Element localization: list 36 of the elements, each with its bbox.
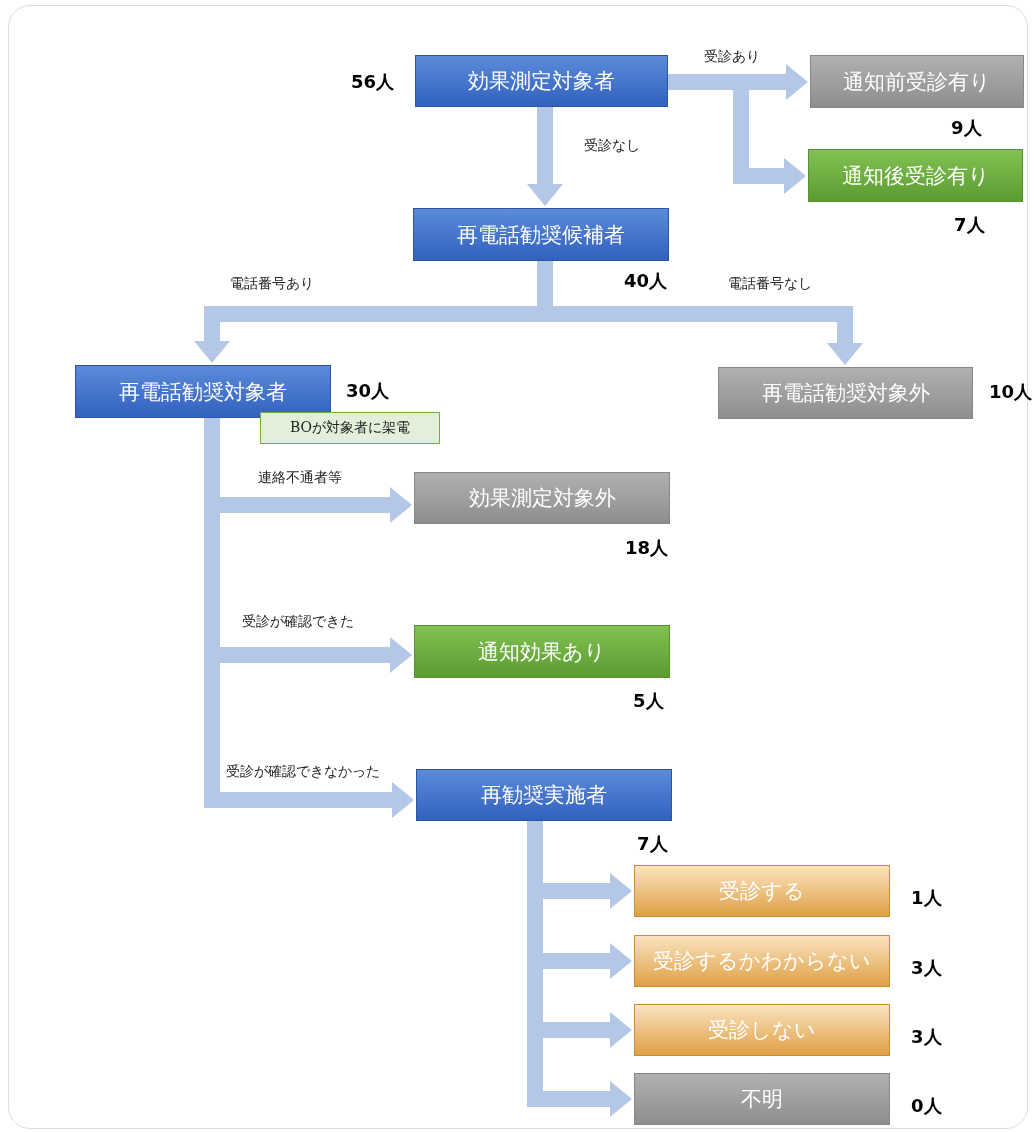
step-label: 再勧奨実施者 <box>481 782 607 809</box>
step-label: 通知後受診有り <box>841 162 990 190</box>
step-label: 効果測定対象外 <box>468 485 616 512</box>
step-label: 受診するかわからない <box>653 948 871 975</box>
note-box <box>260 412 440 444</box>
arrow <box>527 107 563 206</box>
step-label: 再電話勧奨対象者 <box>119 378 287 406</box>
count-label: 10人 <box>989 380 1033 404</box>
step-label: 通知前受診有り <box>843 68 991 96</box>
step-label: 効果測定対象者 <box>468 68 615 95</box>
count-label: 3人 <box>911 956 942 980</box>
step-label: 不明 <box>741 1086 783 1113</box>
count-label: 1人 <box>911 886 942 910</box>
edge-label: 連絡不通者等 <box>258 469 342 487</box>
step-label: 再電話勧奨候補者 <box>457 221 625 249</box>
count-label: 5人 <box>633 689 664 713</box>
step-label: 通知効果あり <box>478 638 606 666</box>
count-label: 7人 <box>637 832 668 856</box>
count-label: 30人 <box>346 379 390 403</box>
count-label: 7人 <box>954 213 985 237</box>
step-label: 受診する <box>719 878 805 905</box>
edge-label: 受診あり <box>704 48 760 66</box>
count-label: 0人 <box>911 1094 942 1118</box>
edge-label: 受診なし <box>584 137 640 155</box>
count-label: 40人 <box>624 269 668 293</box>
count-label: 3人 <box>911 1025 942 1049</box>
step-label: BOが対象者に架電 <box>290 419 410 437</box>
edge-label: 受診が確認できた <box>242 613 354 631</box>
step-label: 受診しない <box>708 1017 816 1044</box>
step-label: 再電話勧奨対象外 <box>761 380 930 407</box>
edge-label: 電話番号あり <box>230 275 314 293</box>
edge-label: 受診が確認できなかった <box>226 763 380 781</box>
count-label: 18人 <box>625 536 669 560</box>
count-label: 56人 <box>351 70 395 94</box>
count-label: 9人 <box>951 116 982 140</box>
edge-label: 電話番号なし <box>728 275 812 293</box>
